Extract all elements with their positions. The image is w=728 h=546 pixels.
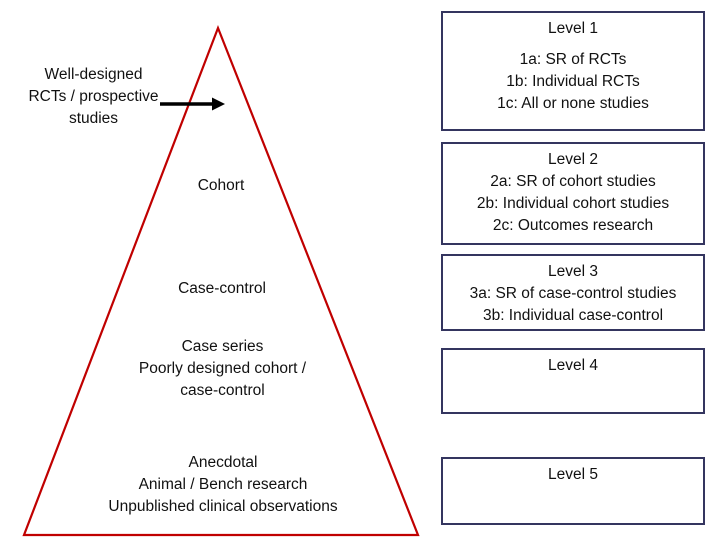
pyramid-shape <box>22 24 420 537</box>
level-box-5: Level 5 <box>441 457 705 525</box>
level-2-title: Level 2 <box>548 151 598 168</box>
pyramid-label-case-control: Case-control <box>178 280 266 297</box>
rct-arrow-icon <box>160 97 225 111</box>
pyramid-label-case-series: Case series Poorly designed cohort / cas… <box>138 338 307 399</box>
level-box-3: Level 3 3a: SR of case-control studies 3… <box>441 254 705 331</box>
level-3-title: Level 3 <box>548 263 598 280</box>
level-box-2: Level 2 2a: SR of cohort studies 2b: Ind… <box>441 142 705 245</box>
level-5-title: Level 5 <box>548 466 598 483</box>
level-4-title: Level 4 <box>548 357 598 374</box>
level-box-1: Level 1 1a: SR of RCTs 1b: Individual RC… <box>441 11 705 131</box>
pyramid-triangle-outline <box>22 24 420 537</box>
level-1-title: Level 1 <box>548 20 598 37</box>
pyramid-label-anecdotal: Anecdotal Animal / Bench research Unpubl… <box>108 454 338 515</box>
level-2-items: 2a: SR of cohort studies 2b: Individual … <box>476 173 670 235</box>
pyramid-label-cohort: Cohort <box>197 177 245 194</box>
level-box-4: Level 4 <box>441 348 705 414</box>
level-3-items: 3a: SR of case-control studies 3b: Indiv… <box>469 285 677 325</box>
level-1-items: 1a: SR of RCTs 1b: Individual RCTs 1c: A… <box>497 51 649 113</box>
pyramid-label-rct: Well-designed RCTs / prospective studies <box>28 66 159 127</box>
